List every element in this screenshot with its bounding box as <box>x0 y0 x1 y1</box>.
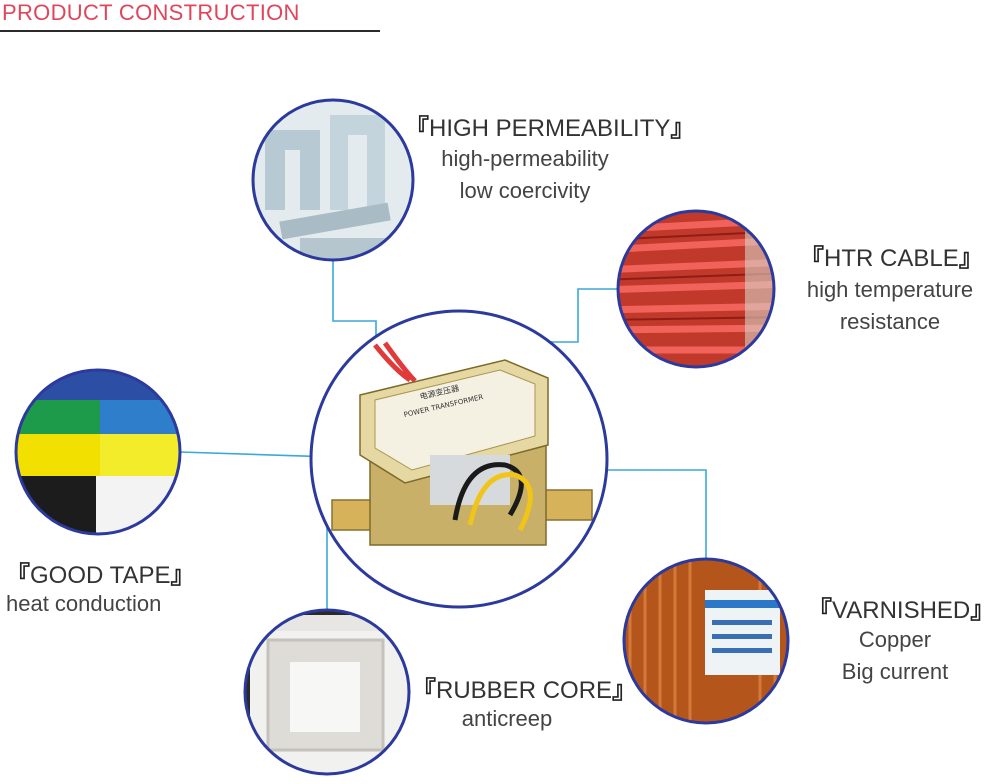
tape-title: 『GOOD TAPE』 <box>6 562 195 589</box>
core-image <box>245 610 409 774</box>
transformer-ring <box>309 309 609 609</box>
permeability-ring <box>251 98 415 262</box>
tape-ring <box>14 368 182 536</box>
tape-image <box>16 370 180 534</box>
varnished-image <box>624 559 788 723</box>
cable-desc-1: high temperature <box>806 277 974 302</box>
permeability-image <box>253 100 413 260</box>
tape-desc-1: heat conduction <box>6 591 162 616</box>
title-underline <box>0 30 380 32</box>
varnished-desc-1: Copper <box>858 627 932 652</box>
transformer-image <box>311 311 607 607</box>
core-title: 『RUBBER CORE』 <box>412 677 637 704</box>
cable-ring <box>616 209 776 369</box>
cable-desc-2: resistance <box>839 309 941 334</box>
core-desc-1: anticreep <box>461 706 553 731</box>
permeability-desc-1: high-permeability <box>441 146 609 171</box>
page-title: PRODUCT CONSTRUCTION <box>2 0 300 25</box>
permeability-desc-2: low coercivity <box>459 178 591 203</box>
varnished-desc-2: Big current <box>841 659 949 684</box>
cable-image <box>618 211 774 367</box>
permeability-title: 『HIGH PERMEABILITY』 <box>405 115 695 142</box>
varnished-title: 『VARNISHED』 <box>808 597 995 624</box>
core-ring <box>243 608 411 776</box>
varnished-ring <box>622 557 790 725</box>
cable-title: 『HTR CABLE』 <box>800 245 983 272</box>
